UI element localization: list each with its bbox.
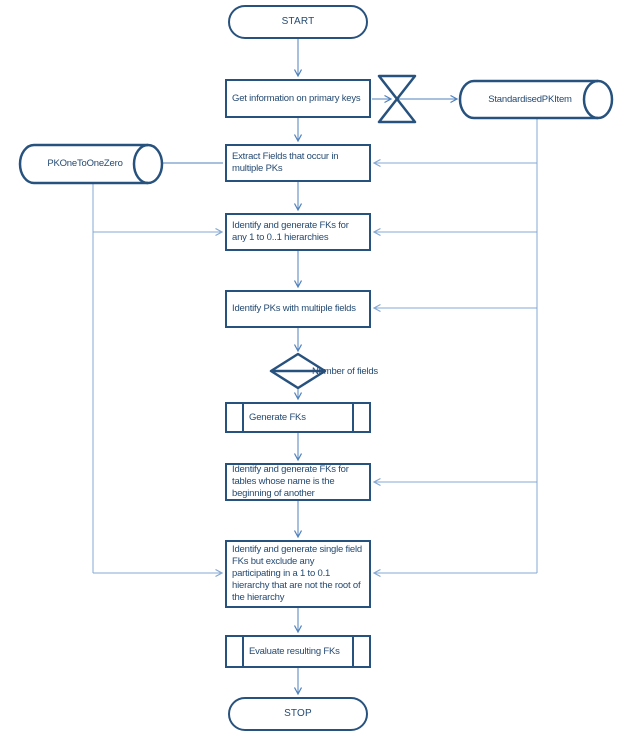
predefined-process-bar xyxy=(352,404,354,431)
node-start: START xyxy=(228,5,368,39)
node-start-label: START xyxy=(281,16,315,27)
left-trunk-connectors xyxy=(92,184,222,573)
predefined-process-bar xyxy=(242,404,244,431)
pkonetoonezero-shape xyxy=(18,143,164,185)
collate-bottom-triangle xyxy=(377,97,417,124)
right-trunk-connectors xyxy=(374,118,538,573)
sort-shape xyxy=(269,352,327,390)
predefined-process-bar xyxy=(242,637,244,666)
node-extract-fields-label: Extract Fields that occur in multiple PK… xyxy=(232,151,339,174)
standardisedpkitem-outline xyxy=(458,79,614,120)
standardisedpkitem-shape xyxy=(458,79,614,120)
node-pkonetoonezero-label: PKOneToOneZero xyxy=(47,158,123,169)
node-identify-single-field: Identify and generate single field FKs b… xyxy=(225,540,371,608)
standardisedpkitem-inner-arc xyxy=(582,79,599,120)
node-evaluate-label: Evaluate resulting FKs xyxy=(249,645,340,657)
pkonetoonezero-inner-arc xyxy=(132,143,149,185)
node-evaluate: Evaluate resulting FKs xyxy=(225,635,371,668)
node-identify-fk-tables-label: Identify and generate FKs for tables who… xyxy=(232,464,349,499)
node-standardisedpkitem-label: StandardisedPKItem xyxy=(488,93,572,105)
collate-shape xyxy=(377,74,417,124)
node-identify-fk-hierarchies: Identify and generate FKs for any 1 to 0… xyxy=(225,213,371,251)
node-stop: STOP xyxy=(228,697,368,731)
pkonetoonezero-outline xyxy=(18,143,164,185)
node-generate-fks: Generate FKs xyxy=(225,402,371,433)
node-get-info-label: Get information on primary keys xyxy=(232,92,361,104)
node-generate-fks-label: Generate FKs xyxy=(249,411,306,423)
main-flow-arrows xyxy=(152,38,457,694)
node-pkonetoonezero: PKOneToOneZero xyxy=(22,145,148,183)
node-identify-pks-multiple-label: Identify PKs with multiple fields xyxy=(232,303,356,314)
sort-decision-label: Number of fields xyxy=(312,366,378,377)
node-identify-single-field-label: Identify and generate single field FKs b… xyxy=(232,544,362,603)
node-identify-fk-tables: Identify and generate FKs for tables who… xyxy=(225,463,371,501)
node-extract-fields: Extract Fields that occur in multiple PK… xyxy=(225,144,371,182)
predefined-process-bar xyxy=(352,637,354,666)
node-get-info: Get information on primary keys xyxy=(225,79,371,118)
collate-top-triangle xyxy=(377,74,417,101)
node-stop-label: STOP xyxy=(284,708,312,719)
node-identify-fk-hierarchies-label: Identify and generate FKs for any 1 to 0… xyxy=(232,220,349,243)
node-identify-pks-multiple: Identify PKs with multiple fields xyxy=(225,290,371,328)
node-standardisedpkitem: StandardisedPKItem xyxy=(462,81,598,118)
